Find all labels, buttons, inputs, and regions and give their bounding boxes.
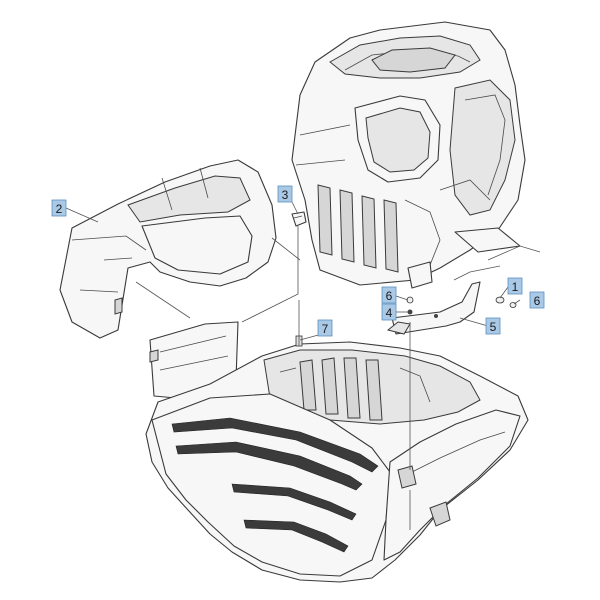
- bracket-part: [386, 281, 481, 335]
- callout-label: 7: [322, 322, 329, 336]
- callout-6b[interactable]: 6: [529, 291, 545, 309]
- callout-label: 4: [386, 306, 393, 320]
- callout-4[interactable]: 4: [381, 303, 397, 321]
- callout-2[interactable]: 2: [51, 199, 67, 217]
- callout-leaders: [65, 201, 521, 341]
- callout-6a[interactable]: 6: [381, 286, 397, 304]
- body-tub-part: [145, 341, 529, 583]
- callout-3[interactable]: 3: [277, 185, 293, 203]
- callout-label: 3: [282, 188, 289, 202]
- callout-1[interactable]: 1: [507, 277, 523, 295]
- callout-5[interactable]: 5: [485, 317, 501, 335]
- callout-label: 6: [534, 294, 541, 308]
- assembly-lines: [135, 226, 541, 530]
- callout-label: 2: [56, 202, 63, 216]
- upper-tower-part: [291, 21, 526, 289]
- callout-label: 1: [512, 280, 519, 294]
- callout-label: 5: [490, 320, 497, 334]
- callout-7[interactable]: 7: [317, 319, 333, 337]
- callout-label: 6: [386, 289, 393, 303]
- fender-part: [59, 159, 277, 339]
